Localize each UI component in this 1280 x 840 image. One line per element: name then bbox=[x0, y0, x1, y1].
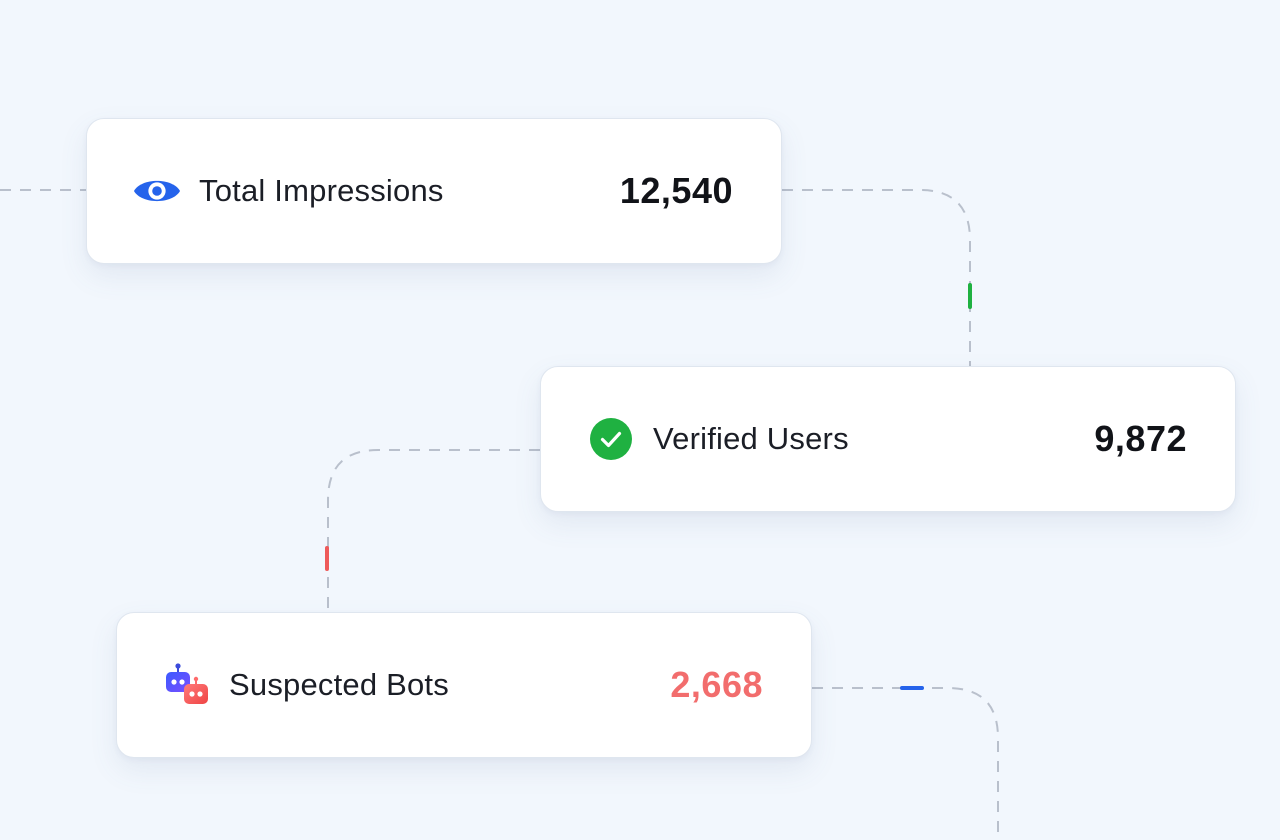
suspected-bots-label: Suspected Bots bbox=[229, 667, 449, 702]
connector-verified-to-bots bbox=[327, 449, 540, 612]
verified-users-card[interactable]: Verified Users 9,872 bbox=[540, 366, 1236, 512]
suspected-bots-value: 2,668 bbox=[670, 664, 763, 705]
total-impressions-label: Total Impressions bbox=[199, 173, 444, 208]
check-circle-icon bbox=[587, 415, 635, 463]
suspected-bots-card[interactable]: Suspected Bots 2,668 bbox=[116, 612, 812, 758]
verified-users-label: Verified Users bbox=[653, 421, 849, 456]
total-impressions-value: 12,540 bbox=[619, 170, 733, 211]
verified-users-value: 9,872 bbox=[1094, 418, 1187, 459]
eye-icon bbox=[133, 167, 181, 215]
total-impressions-card[interactable]: Total Impressions 12,540 bbox=[86, 118, 782, 264]
connector-bots-out bbox=[812, 687, 999, 840]
bot-icon bbox=[163, 661, 211, 709]
connector-impressions-to-verified bbox=[782, 189, 971, 366]
